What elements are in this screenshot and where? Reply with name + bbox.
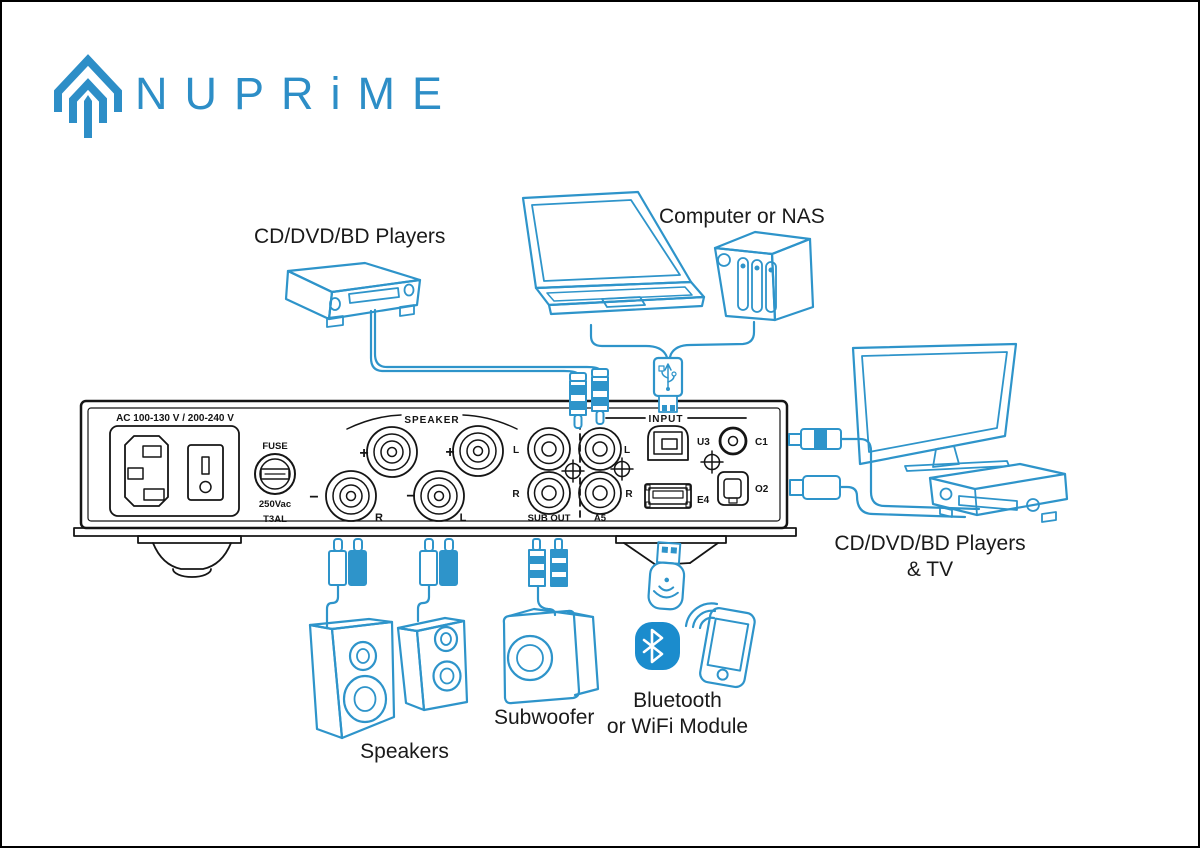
- logo-outer-chevron: [54, 54, 122, 112]
- ac-rating-label: AC 100-130 V / 200-240 V: [116, 413, 234, 424]
- logo-middle-chevron: [69, 78, 107, 123]
- fuse-title: FUSE: [262, 441, 287, 452]
- speaker-r-label: R: [375, 512, 383, 524]
- screw-3: [700, 450, 724, 474]
- port-e4-label: E4: [697, 495, 710, 506]
- optical-port-o2: [717, 471, 749, 506]
- port-u3-label: U3: [697, 437, 710, 448]
- input-section: [605, 417, 749, 509]
- a5-r-jack: [578, 471, 622, 515]
- nas-drawing: [713, 230, 815, 322]
- sub-out-l-jack: [527, 427, 571, 471]
- rca-plug-pair-top: [569, 368, 609, 429]
- binding-post-minus-r: [325, 470, 377, 522]
- fuse-rating: 250Vac: [259, 499, 291, 510]
- input-section-title: INPUT: [649, 414, 684, 425]
- smartphone-drawing: [699, 607, 756, 689]
- label-cd-players: CD/DVD/BD Players: [254, 225, 446, 248]
- usb-a-port-e4: [644, 483, 692, 509]
- speaker-binding-posts: [325, 414, 518, 522]
- banana-plug-pair-2: [419, 538, 458, 586]
- tv-cable-1: [839, 437, 981, 511]
- brand-wordmark: NUPRiME: [135, 68, 460, 119]
- a5-l-label: L: [624, 445, 630, 456]
- subwoofer-drawing: [502, 607, 600, 705]
- label-bluetooth: Bluetooth or WiFi Module: [585, 688, 770, 740]
- a5-title: A5: [594, 513, 607, 524]
- speaker-l-label: L: [460, 512, 467, 524]
- nuprime-logo-icon: [54, 54, 122, 138]
- speaker-right-drawing: [396, 616, 469, 712]
- usb-cable-nas: [667, 320, 756, 362]
- usb-plug: [652, 356, 684, 413]
- label-subwoofer: Subwoofer: [494, 706, 595, 729]
- label-computer-nas: Computer or NAS: [659, 205, 825, 228]
- usb-b-port-u3: [647, 425, 689, 461]
- banana-plug-pair-1: [328, 538, 367, 586]
- a5-l-jack: [578, 427, 622, 471]
- screw-2: [610, 457, 634, 481]
- tv-drawing: [851, 342, 1018, 472]
- fuse-holder: [254, 453, 296, 495]
- iec-power-inlet: [124, 435, 169, 507]
- plus-sign-r: +: [359, 445, 368, 462]
- speaker-wire-2: [416, 584, 431, 623]
- rca-cable-1: [369, 309, 580, 376]
- panel-labels: AC 100-130 V / 200-240 V FUSE 250Vac T3A…: [116, 413, 769, 525]
- port-c1-label: C1: [755, 437, 768, 448]
- minus-sign-r: −: [309, 489, 318, 506]
- amp-foot-left: [137, 535, 242, 578]
- sub-out-l-label: L: [513, 445, 519, 456]
- usb-cable-laptop: [589, 323, 670, 362]
- minus-sign-l: −: [406, 488, 415, 505]
- label-speakers: Speakers: [360, 740, 449, 763]
- tv-cable-2: [838, 485, 967, 519]
- logo-center-bar: [84, 95, 92, 138]
- a5-r-label: R: [625, 489, 633, 500]
- coaxial-port-c1: [718, 426, 748, 456]
- label-cd-tv: CD/DVD/BD Players & TV: [830, 531, 1030, 583]
- laptop-drawing: [521, 190, 706, 316]
- panel-bottom-plate: [73, 527, 797, 537]
- amplifier-rear-panel: [73, 399, 797, 578]
- power-switch: [187, 444, 224, 501]
- rca-cable-2: [373, 308, 602, 372]
- rca-jack-group: [527, 422, 634, 519]
- binding-post-plus-r: [366, 426, 418, 478]
- optical-plug-right: [789, 475, 841, 500]
- sub-out-r-label: R: [512, 489, 520, 500]
- fuse-type: T3AL: [263, 514, 287, 525]
- bluetooth-icon: [635, 622, 680, 670]
- tv-player-drawing: [928, 462, 1069, 523]
- sub-plug-pair: [528, 538, 568, 587]
- coax-plug-right: [788, 428, 842, 450]
- binding-post-plus-l: [452, 425, 504, 477]
- sub-out-r-jack: [527, 471, 571, 515]
- cd-player-drawing: [284, 261, 422, 328]
- port-o2-label: O2: [755, 484, 769, 495]
- label-bluetooth-line1: Bluetooth: [633, 689, 722, 712]
- speaker-wire-1: [325, 584, 340, 630]
- binding-post-minus-l: [413, 470, 465, 522]
- speaker-swoosh-right: [462, 414, 518, 430]
- blue-line-art: [284, 190, 1069, 740]
- wifi-waves-icon: [684, 602, 719, 630]
- label-cd-tv-line1: CD/DVD/BD Players: [834, 532, 1026, 555]
- wifi-dongle: [647, 541, 686, 611]
- speaker-swoosh-left: [346, 414, 402, 430]
- label-bluetooth-line2: or WiFi Module: [606, 715, 749, 738]
- label-cd-tv-line2: & TV: [906, 558, 954, 581]
- speaker-left-drawing: [308, 617, 396, 740]
- plus-sign-l: +: [445, 444, 454, 461]
- ac-inlet-section: [109, 425, 240, 517]
- speaker-section-title: SPEAKER: [404, 415, 459, 426]
- sub-out-title: SUB OUT: [528, 513, 571, 524]
